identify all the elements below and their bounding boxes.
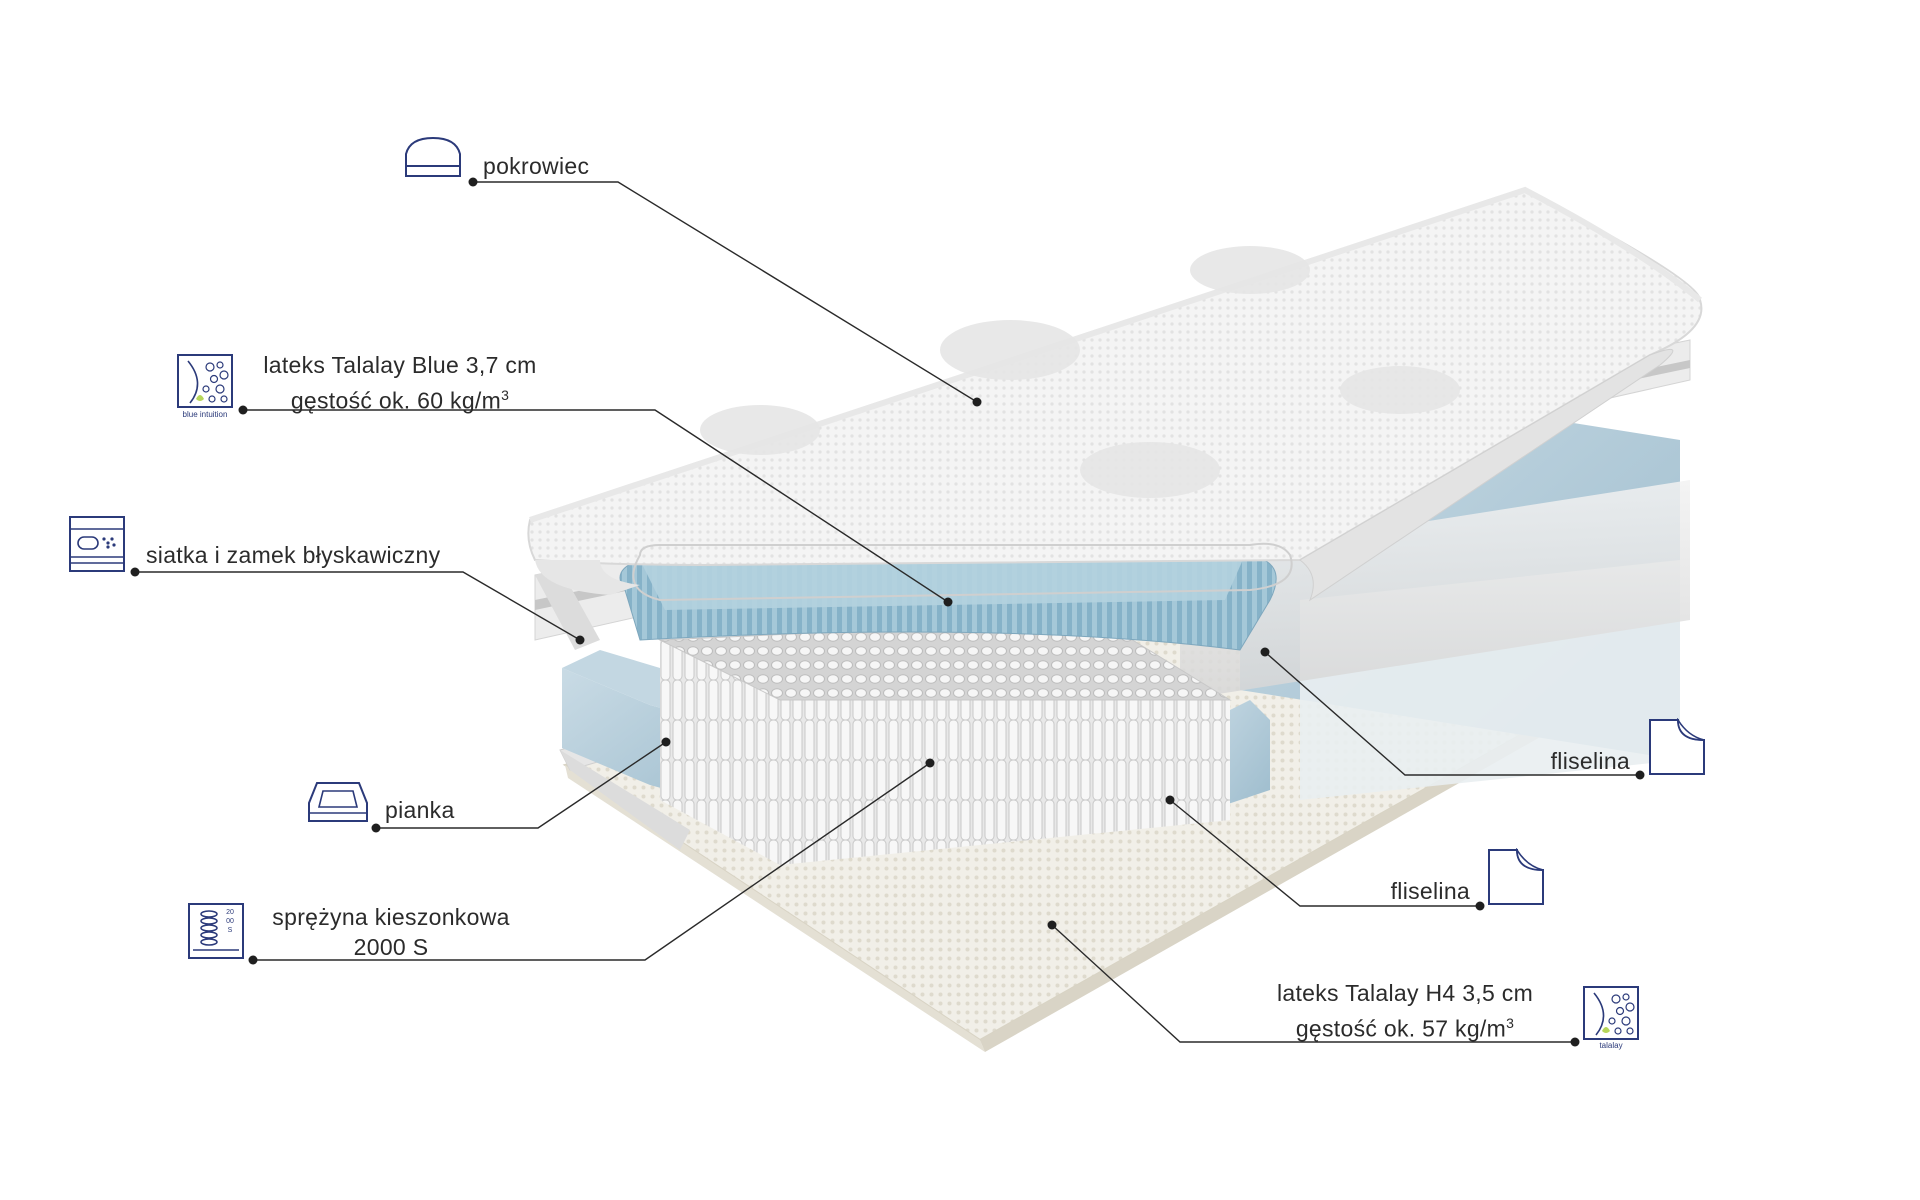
- label-latex-h4-line1: lateks Talalay H4 3,5 cm: [1276, 980, 1534, 1006]
- talalay-caption: talalay: [1599, 1041, 1623, 1050]
- label-latex-blue: lateks Talalay Blue 3,7 cm gęstość ok. 6…: [250, 350, 550, 416]
- label-mesh-zipper: siatka i zamek błyskawiczny: [146, 542, 441, 568]
- nonwoven-top-icon: [1649, 718, 1705, 775]
- latex-h4-superscript: 3: [1506, 1015, 1515, 1031]
- pocket-spring-icon: [188, 903, 244, 959]
- label-latex-blue-line2: gęstość ok. 60 kg/m3: [250, 380, 550, 416]
- label-pocket-spring: sprężyna kieszonkowa 2000 S: [256, 902, 526, 962]
- label-cover: pokrowiec: [483, 153, 590, 179]
- spring-count-caption: 2000S: [226, 909, 234, 934]
- label-foam: pianka: [385, 797, 455, 823]
- nonwoven-bottom-icon: [1488, 848, 1544, 905]
- label-pocket-spring-line2: 2000 S: [353, 934, 429, 960]
- mesh-zipper-icon: [69, 516, 125, 572]
- label-latex-blue-line1: lateks Talalay Blue 3,7 cm: [263, 352, 537, 378]
- latex-blue-superscript: 3: [501, 387, 510, 403]
- latex-blue-density: gęstość ok. 60 kg/m: [290, 387, 502, 414]
- mattress-cover-icon: [405, 136, 461, 177]
- latex-blue-icon: [177, 354, 233, 408]
- blue-intuition-caption: blue intuition: [182, 410, 228, 419]
- label-latex-h4: lateks Talalay H4 3,5 cm gęstość ok. 57 …: [1245, 978, 1565, 1044]
- label-pocket-spring-line1: sprężyna kieszonkowa: [272, 904, 510, 930]
- label-nonwoven-bottom: fliselina: [1390, 878, 1470, 904]
- foam-icon: [308, 782, 368, 822]
- label-latex-h4-line2: gęstość ok. 57 kg/m3: [1245, 1008, 1565, 1044]
- latex-h4-density: gęstość ok. 57 kg/m: [1295, 1015, 1507, 1042]
- label-nonwoven-top: fliselina: [1550, 748, 1630, 774]
- latex-talalay-icon: [1583, 986, 1639, 1040]
